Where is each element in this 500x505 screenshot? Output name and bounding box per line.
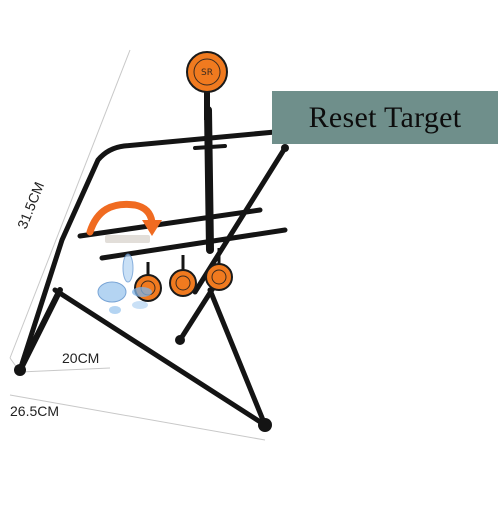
width-dimension-label: 26.5CM bbox=[10, 403, 60, 419]
steel-frame bbox=[17, 106, 288, 428]
reset-target-label: Reset Target bbox=[272, 91, 498, 144]
top-target-plate: SR bbox=[186, 51, 228, 120]
ghost-plate-motion bbox=[97, 235, 152, 314]
depth-dimension-label: 20CM bbox=[62, 350, 100, 366]
spinner-plate-right bbox=[205, 263, 233, 291]
dimension-guides bbox=[9, 49, 266, 441]
frame-feet bbox=[14, 144, 289, 432]
reset-arrow-icon bbox=[86, 200, 156, 236]
spinner-plate-middle bbox=[169, 269, 197, 297]
plate-logo-text: SR bbox=[201, 68, 213, 78]
